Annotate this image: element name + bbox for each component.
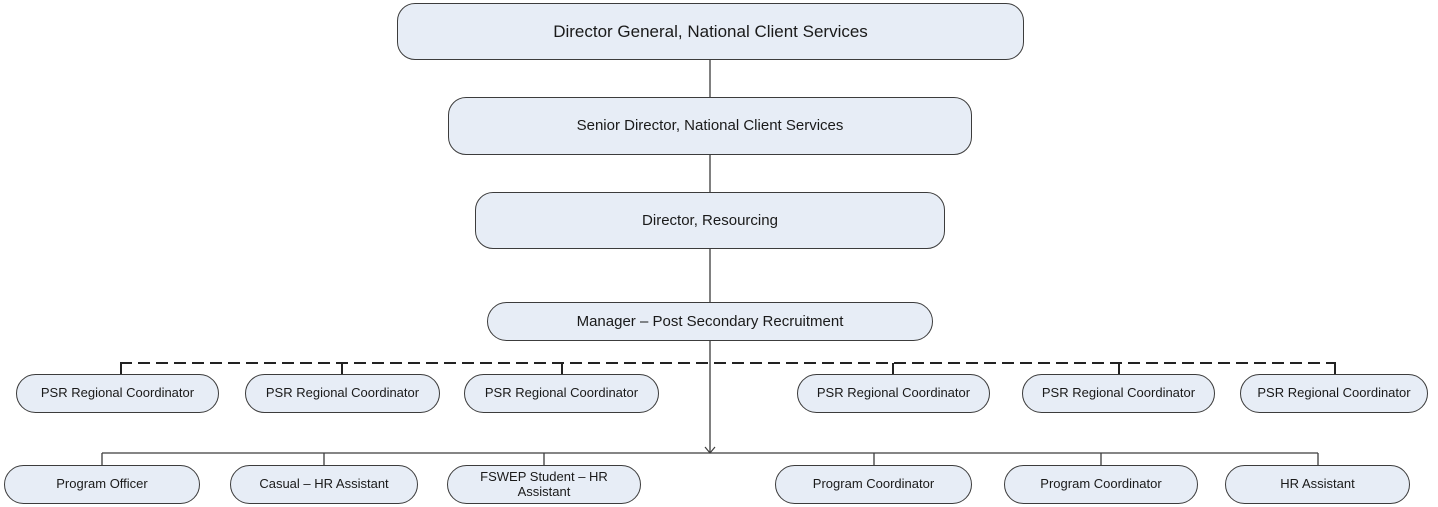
node-manager-psr[interactable]: Manager – Post Secondary Recruitment (487, 302, 933, 341)
node-regional-coordinator[interactable]: PSR Regional Coordinator (245, 374, 440, 413)
node-regional-coordinator[interactable]: PSR Regional Coordinator (1022, 374, 1215, 413)
node-program-officer[interactable]: Program Officer (4, 465, 200, 504)
node-senior-director[interactable]: Senior Director, National Client Service… (448, 97, 972, 155)
node-director-general[interactable]: Director General, National Client Servic… (397, 3, 1024, 60)
node-regional-coordinator[interactable]: PSR Regional Coordinator (464, 374, 659, 413)
node-director-resourcing[interactable]: Director, Resourcing (475, 192, 945, 249)
node-hr-assistant[interactable]: HR Assistant (1225, 465, 1410, 504)
node-program-coordinator[interactable]: Program Coordinator (775, 465, 972, 504)
node-regional-coordinator[interactable]: PSR Regional Coordinator (16, 374, 219, 413)
node-regional-coordinator[interactable]: PSR Regional Coordinator (797, 374, 990, 413)
node-regional-coordinator[interactable]: PSR Regional Coordinator (1240, 374, 1428, 413)
node-fswep-hr-assistant[interactable]: FSWEP Student – HR Assistant (447, 465, 641, 504)
node-program-coordinator[interactable]: Program Coordinator (1004, 465, 1198, 504)
node-casual-hr-assistant[interactable]: Casual – HR Assistant (230, 465, 418, 504)
